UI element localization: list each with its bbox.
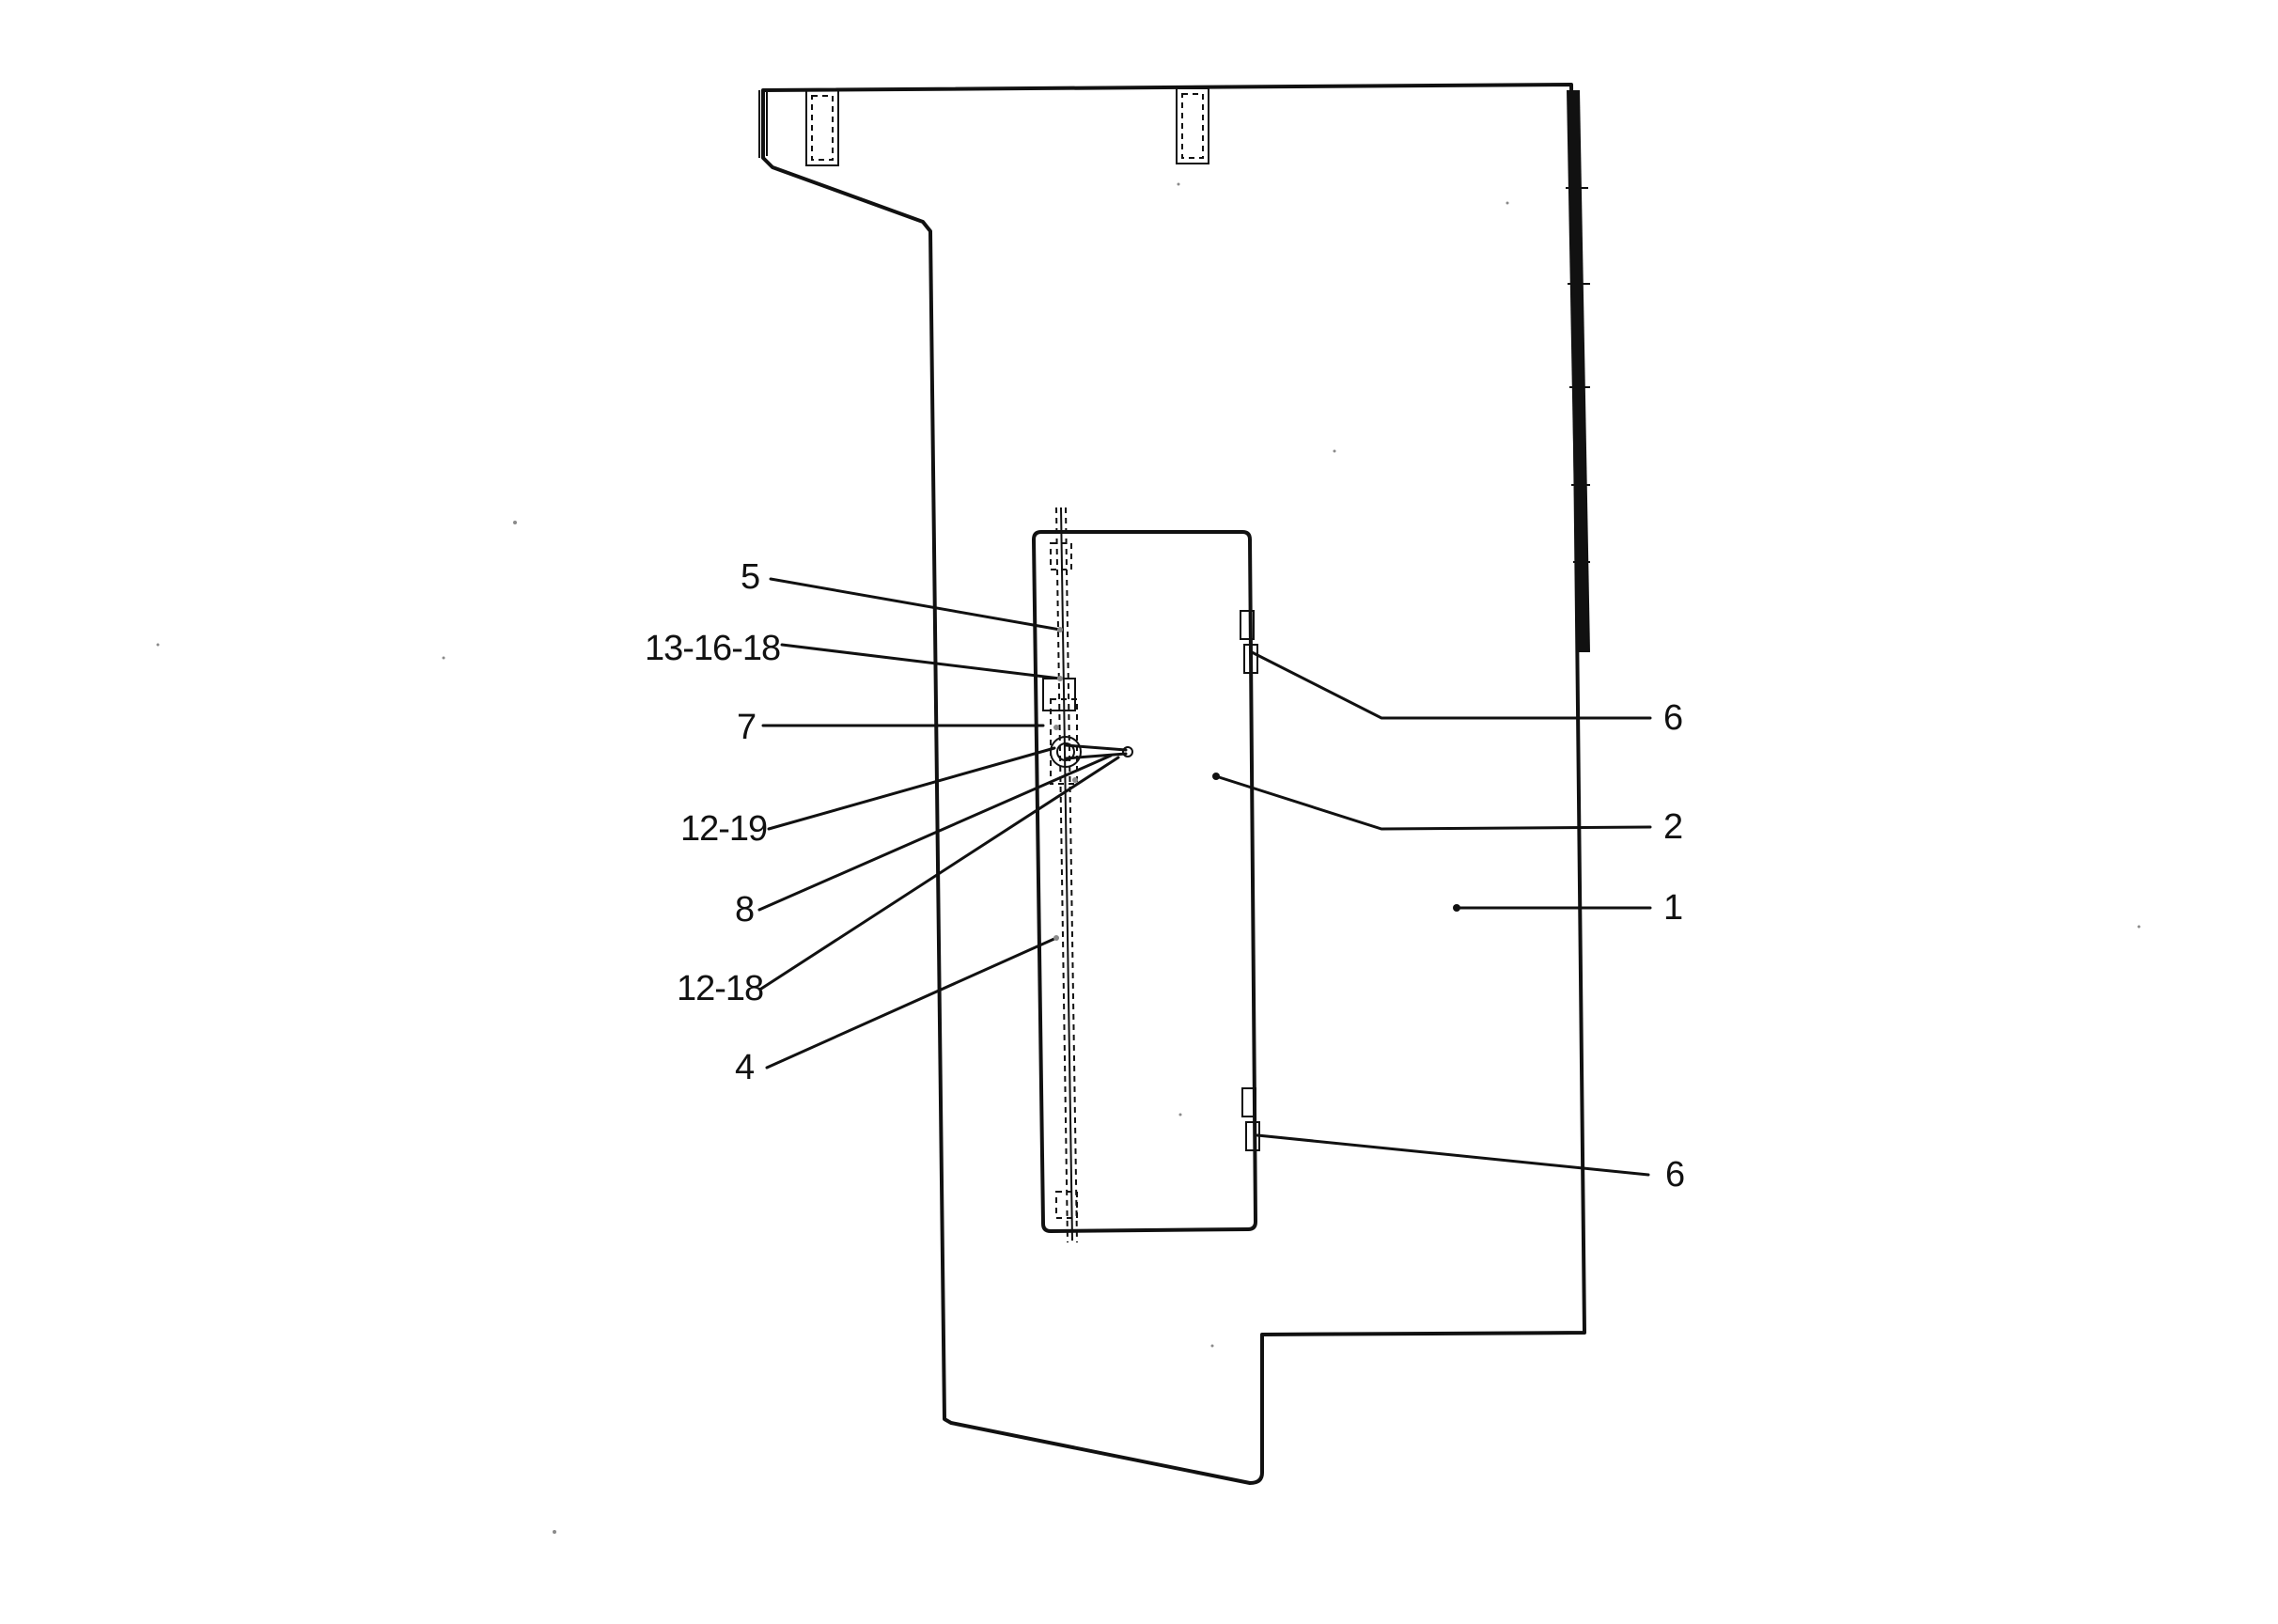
- callout-12-19: 12-19: [680, 809, 767, 849]
- callout-5: 5: [741, 557, 759, 597]
- hinge-top: [1240, 610, 1258, 674]
- handle-assembly: [1050, 725, 1133, 783]
- callout-2: 2: [1663, 807, 1682, 847]
- scan-specks: [156, 182, 2141, 1534]
- callout-6-top: 6: [1663, 698, 1682, 738]
- locking-rod: [1042, 507, 1078, 1243]
- callout-7: 7: [737, 708, 756, 747]
- hinge-bottom: [1241, 1087, 1260, 1151]
- top-bracket-right: [1176, 87, 1209, 164]
- leader-lines: [757, 577, 1652, 1177]
- panel-body: [761, 83, 1590, 1485]
- callout-12-18: 12-18: [677, 969, 763, 1008]
- callout-13-16-18: 13-16-18: [645, 629, 780, 668]
- callout-1: 1: [1663, 888, 1682, 928]
- callout-8: 8: [735, 890, 754, 929]
- callout-6-bottom: 6: [1665, 1155, 1684, 1195]
- top-bracket-left: [758, 89, 839, 166]
- callout-labels: 5 13-16-18 7 12-19 8 12-18 4 6 2 1 6: [645, 557, 1685, 1195]
- door-panel: [1032, 530, 1257, 1233]
- callout-4: 4: [735, 1048, 755, 1087]
